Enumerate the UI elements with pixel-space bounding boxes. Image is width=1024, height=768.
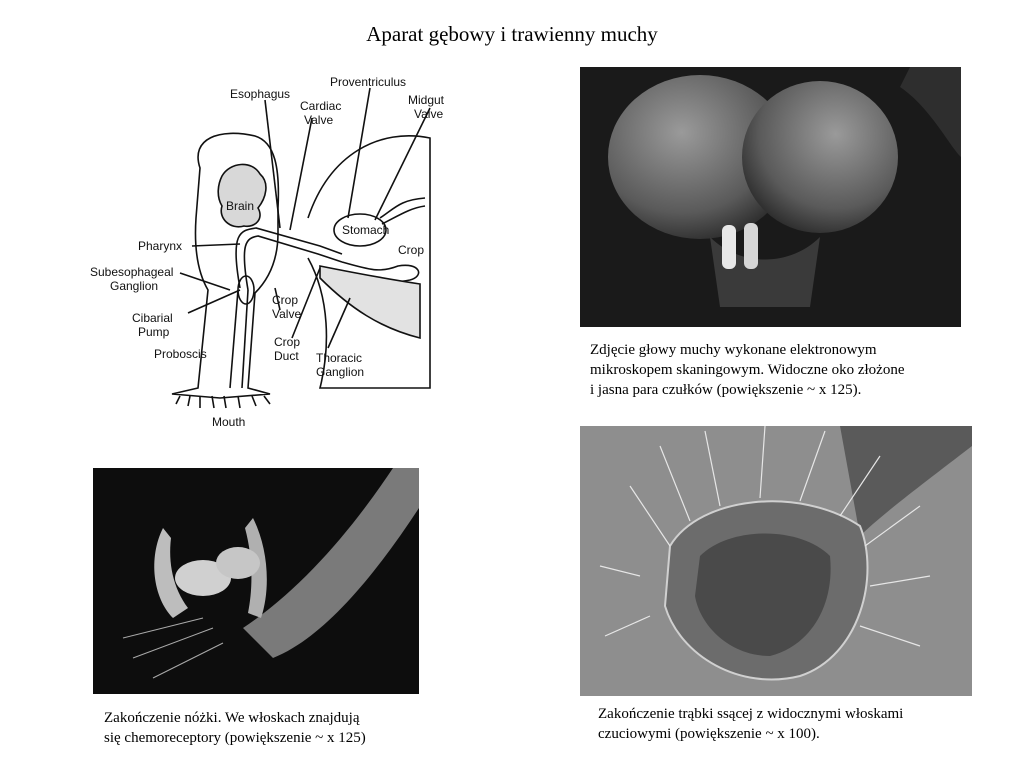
label-crop-duct-1: Crop xyxy=(274,335,300,349)
label-stomach: Stomach xyxy=(342,223,389,237)
caption-leg-tip: Zakończenie nóżki. We włoskach znajdują … xyxy=(104,710,366,746)
proboscis-tip-image xyxy=(580,426,972,696)
label-midgut-valve-1: Midgut xyxy=(408,93,445,107)
label-proboscis: Proboscis xyxy=(154,347,207,361)
label-crop-valve-2: Valve xyxy=(272,307,301,321)
page-title: Aparat gębowy i trawienny muchy xyxy=(366,22,658,46)
label-mouth: Mouth xyxy=(212,415,245,429)
sem-photo-proboscis-tip xyxy=(580,426,972,696)
label-cardiac-valve-1: Cardiac xyxy=(300,99,341,113)
sem-photo-leg-tip xyxy=(93,468,419,694)
digestive-system-diagram: Esophagus Proventriculus Cardiac Valve M… xyxy=(90,75,445,429)
label-subesophageal-1: Subesophageal xyxy=(90,265,173,279)
label-crop: Crop xyxy=(398,243,424,257)
label-thoracic-2: Ganglion xyxy=(316,365,364,379)
label-crop-valve-1: Crop xyxy=(272,293,298,307)
fly-head-image xyxy=(580,67,961,327)
caption-proboscis-tip: Zakończenie trąbki ssącej z widocznymi w… xyxy=(598,706,904,742)
label-proventriculus: Proventriculus xyxy=(330,75,406,89)
label-cibarial-2: Pump xyxy=(138,325,170,339)
label-crop-duct-2: Duct xyxy=(274,349,299,363)
label-esophagus: Esophagus xyxy=(230,87,290,101)
label-brain: Brain xyxy=(226,199,254,213)
caption-fly-head: Zdjęcie głowy muchy wykonane elektronowy… xyxy=(590,342,905,398)
sem-photo-fly-head xyxy=(580,67,961,327)
label-subesophageal-2: Ganglion xyxy=(110,279,158,293)
leg-tip-image xyxy=(93,468,419,694)
label-pharynx: Pharynx xyxy=(138,239,182,253)
label-midgut-valve-2: Valve xyxy=(414,107,443,121)
label-thoracic-1: Thoracic xyxy=(316,351,362,365)
label-cibarial-1: Cibarial xyxy=(132,311,173,325)
label-cardiac-valve-2: Valve xyxy=(304,113,333,127)
